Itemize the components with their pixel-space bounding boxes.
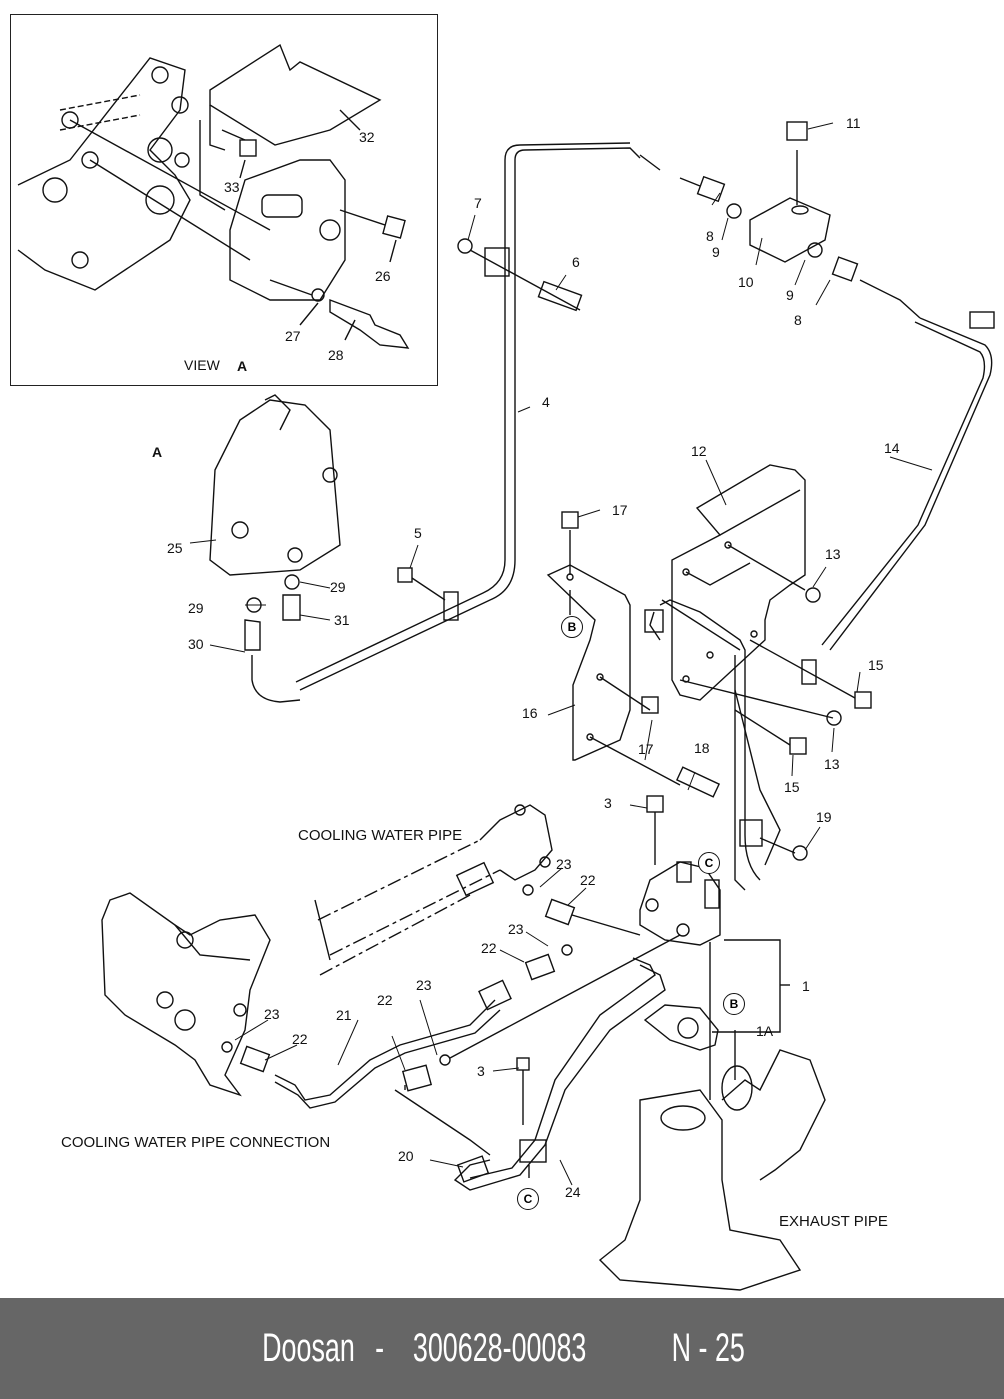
callout-21: 21 [336, 1007, 352, 1023]
callout-11: 11 [846, 115, 861, 131]
callout-8b: 8 [794, 312, 802, 328]
ref-marker-b: B [723, 993, 745, 1015]
caption-exhaust-pipe: EXHAUST PIPE [779, 1213, 888, 1230]
callout-3a: 3 [604, 795, 612, 811]
callout-26: 26 [375, 268, 391, 284]
footer-banner: Doosan - 300628-00083 N - 25 [0, 1298, 1004, 1399]
callout-23d: 23 [264, 1006, 280, 1022]
callout-18: 18 [694, 740, 710, 756]
callout-13b: 13 [824, 756, 840, 772]
callout-15b: 15 [784, 779, 800, 795]
footer-brand: Doosan [261, 1326, 355, 1370]
caption-cooling-water-pipe-connection: COOLING WATER PIPE CONNECTION [61, 1134, 331, 1151]
callout-16: 16 [522, 705, 538, 721]
callout-28: 28 [328, 347, 344, 363]
engine-block-drawing [17, 57, 271, 291]
callout-27: 27 [285, 328, 301, 344]
ref-marker-c: C [517, 1188, 539, 1210]
callout-30: 30 [188, 636, 204, 652]
callout-22d: 22 [292, 1031, 308, 1047]
callout-20: 20 [398, 1148, 414, 1164]
view-a-inset-frame [10, 14, 438, 386]
callout-22c: 22 [377, 992, 393, 1008]
callout-14: 14 [884, 440, 900, 456]
callout-31: 31 [334, 612, 350, 628]
callout-1: 1 [802, 978, 810, 994]
callout-13a: 13 [825, 546, 841, 562]
callout-25: 25 [167, 540, 183, 556]
callout-32: 32 [359, 129, 375, 145]
callout-19: 19 [816, 809, 832, 825]
callout-4: 4 [542, 394, 550, 410]
view-letter: A [237, 358, 248, 374]
callout-29b: 29 [188, 600, 204, 616]
callout-8a: 8 [706, 228, 714, 244]
callout-9b: 9 [786, 287, 794, 303]
callout-22a: 22 [580, 872, 596, 888]
diagram-drawing [17, 43, 995, 1291]
callout-10: 10 [738, 274, 754, 290]
callout-12: 12 [691, 443, 707, 459]
callout-23c: 23 [416, 977, 432, 993]
callout-23b: 23 [508, 921, 524, 937]
callout-1a: 1A [756, 1023, 774, 1039]
callout-5: 5 [414, 525, 422, 541]
callout-29a: 29 [330, 579, 346, 595]
callout-24: 24 [565, 1184, 581, 1200]
callout-17b: 17 [638, 741, 654, 757]
footer-page-code: N - 25 [671, 1326, 745, 1370]
callout-9a: 9 [712, 244, 720, 260]
footer-separator: - [374, 1326, 384, 1370]
caption-cooling-water-pipe: COOLING WATER PIPE [298, 827, 463, 844]
callout-3b: 3 [477, 1063, 485, 1079]
callout-33: 33 [224, 179, 240, 195]
ref-marker-c: C [698, 852, 720, 874]
view-arrow-letter: A [152, 444, 163, 460]
callout-15a: 15 [868, 657, 884, 673]
callout-22b: 22 [481, 940, 497, 956]
callout-6: 6 [572, 254, 580, 270]
footer-part-number: 300628-00083 [412, 1326, 587, 1370]
callout-17a: 17 [612, 502, 628, 518]
callout-23a: 23 [556, 856, 572, 872]
ref-marker-b: B [561, 616, 583, 638]
callout-7: 7 [474, 195, 482, 211]
parts-diagram: 32 33 26 27 28 VIEW A 11 7 6 8 9 10 9 8 … [10, 14, 995, 1291]
view-label: VIEW [184, 357, 220, 373]
